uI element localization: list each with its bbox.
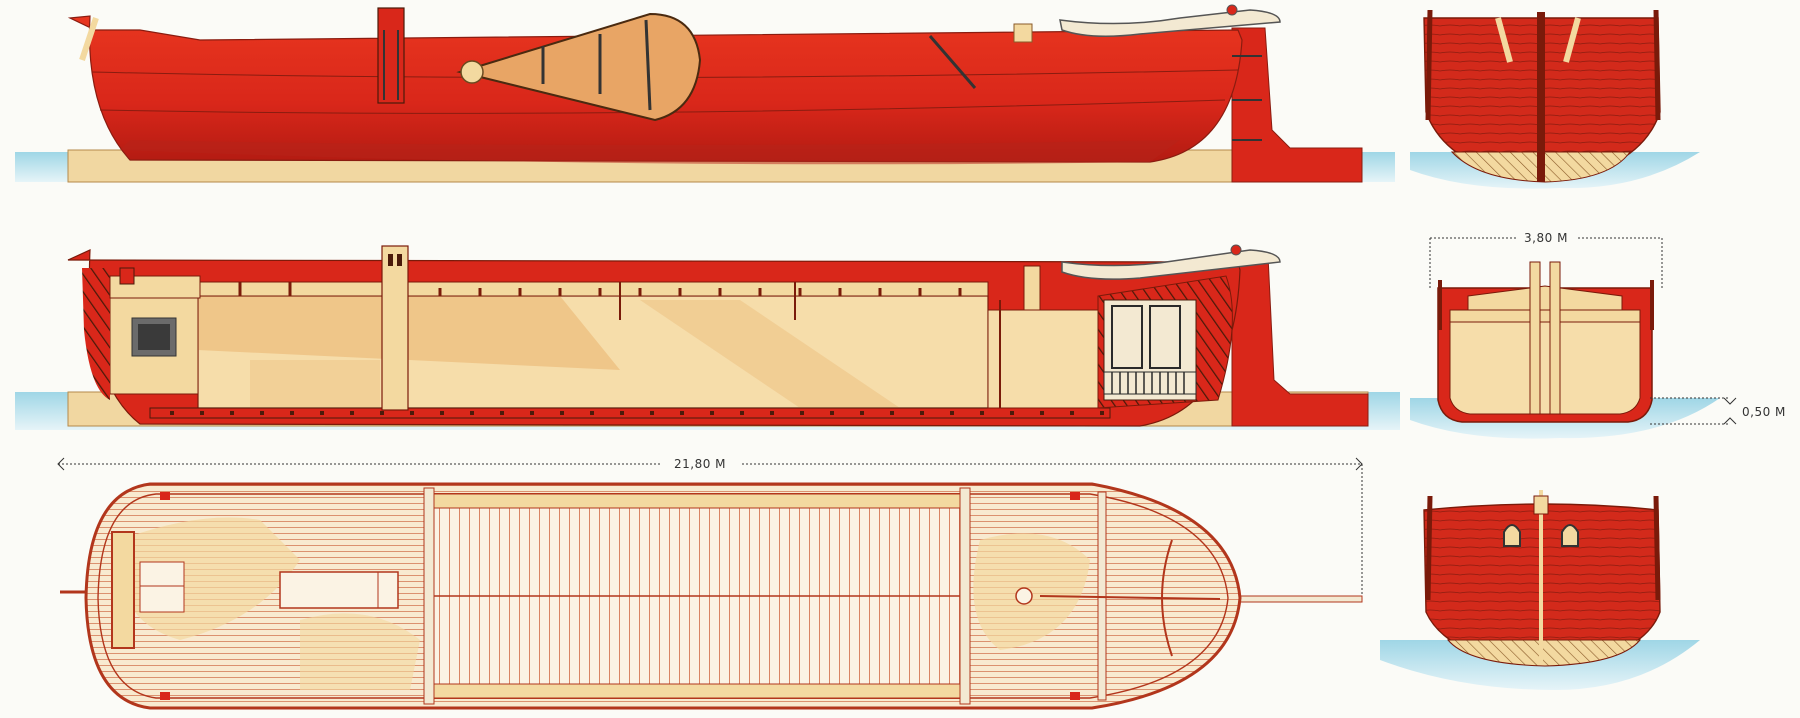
midship-keelson — [1529, 261, 1541, 415]
stern-timber — [1495, 17, 1513, 63]
plan-beam — [423, 487, 435, 705]
side-bilge-shade — [120, 140, 1180, 165]
plan-cleat — [160, 692, 170, 700]
longitudinal-section — [15, 244, 1400, 430]
bow-bottom-hatch — [1446, 639, 1642, 667]
side-leeboard — [456, 12, 702, 122]
section-hatch-ribs — [238, 282, 962, 296]
plan-mast-step — [279, 571, 399, 609]
midship-deck-beam — [1449, 309, 1641, 323]
section-cabin-door — [1149, 305, 1181, 369]
section-mast-slot — [388, 254, 393, 266]
bow-stem-head — [1533, 495, 1549, 515]
plan-tiller — [1039, 595, 1221, 600]
length-dimension: 21,80 M — [57, 456, 1363, 600]
beam-label: 3,80 M — [1524, 231, 1568, 245]
bow-post-left — [1425, 495, 1433, 601]
side-leeboard-pivot — [460, 60, 484, 84]
side-leeboard-batten — [644, 19, 652, 111]
section-cabin-door — [1111, 305, 1143, 369]
midship-keelson — [1549, 261, 1561, 415]
midship-cross-section: 3,80 M 0,50 M — [1410, 230, 1786, 439]
stern-post-left — [1425, 9, 1433, 121]
plan-gunwale — [97, 493, 1229, 699]
length-label: 21,80 M — [674, 457, 726, 471]
plan-cleat — [160, 492, 170, 500]
stern-post-right — [1653, 9, 1661, 121]
bow-hawse-hole — [1561, 524, 1579, 547]
section-hold-shadow — [198, 296, 620, 370]
section-cabin-bench — [1103, 371, 1197, 395]
section-tiller-knob — [1230, 244, 1242, 256]
side-boathook — [928, 35, 977, 89]
bow-hawse-hole — [1503, 524, 1521, 547]
draught-label: 0,50 M — [1742, 405, 1786, 419]
section-hold-shadow — [640, 300, 900, 408]
plan-hatch-coaming-top — [431, 493, 965, 509]
bow-post-right — [1653, 495, 1661, 601]
side-tiller-knob — [1226, 4, 1238, 16]
section-hold-shadow — [250, 360, 380, 408]
plan-bow-box — [139, 561, 185, 613]
plan-cleat — [1070, 492, 1080, 500]
side-capstan — [1013, 23, 1033, 43]
plan-hatch-ring — [1015, 587, 1033, 605]
deck-plan: 21,80 M — [57, 456, 1363, 710]
plan-deck-stain — [973, 533, 1090, 650]
plan-deck-stain — [300, 613, 420, 690]
section-mast — [381, 245, 409, 411]
section-rudder — [1231, 255, 1369, 427]
stern-timber — [1563, 17, 1581, 63]
plan-windlass — [111, 531, 135, 649]
side-tiller — [1059, 9, 1281, 37]
plan-tiller-arc — [1161, 539, 1173, 657]
section-floor-bolts — [170, 411, 1104, 415]
section-tiller — [1061, 249, 1281, 280]
plan-hatch-coaming-bottom — [431, 683, 965, 699]
section-hatch-roof — [197, 281, 989, 297]
side-elevation — [15, 4, 1395, 183]
midship-hold — [1449, 317, 1641, 415]
section-floor — [149, 407, 1111, 419]
stern-view — [1410, 9, 1700, 189]
plan-beam — [959, 487, 971, 705]
section-bow-bitt — [119, 267, 135, 285]
section-aft-post — [1023, 265, 1041, 311]
section-bow-ribs — [82, 268, 110, 400]
section-aft-hold — [987, 309, 1099, 409]
draught-dimension: 0,50 M — [1650, 397, 1786, 425]
side-bow-post — [79, 17, 99, 61]
side-mast-post — [377, 7, 405, 104]
plan-cleat — [1070, 692, 1080, 700]
beam-dimension: 3,80 M — [1429, 230, 1663, 290]
section-mast-slot — [397, 254, 402, 266]
section-cabin-bench-slats — [1111, 372, 1185, 394]
bow-view — [1380, 490, 1700, 690]
section-stove-door — [138, 324, 170, 350]
side-rudder — [1231, 27, 1363, 183]
